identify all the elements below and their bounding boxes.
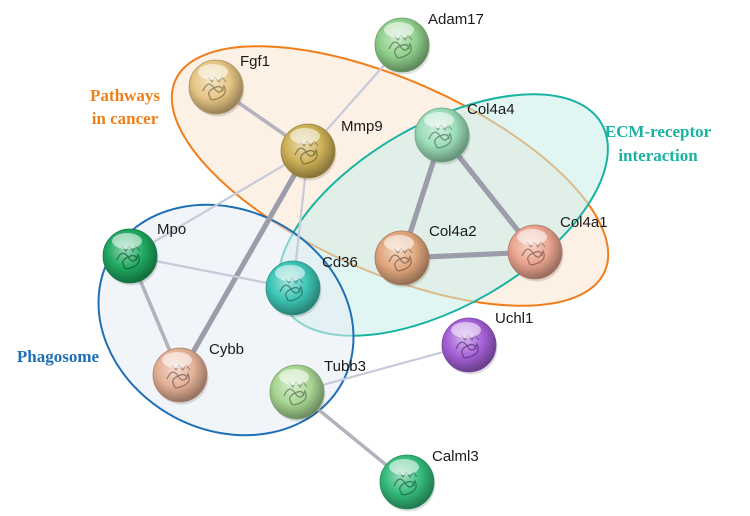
- protein-structure-icon: [393, 478, 417, 496]
- protein-label-col4a1: Col4a1: [560, 214, 608, 231]
- protein-node-col4a1[interactable]: [507, 224, 564, 282]
- pathway-label-line: interaction: [618, 146, 698, 165]
- node-highlight: [198, 64, 228, 80]
- protein-structure-icon: [455, 341, 479, 359]
- pathway-label-line: in cancer: [92, 109, 159, 128]
- pathway-label-phago: Phagosome: [17, 347, 100, 366]
- protein-node-adam17[interactable]: [374, 17, 431, 75]
- node-highlight: [389, 459, 419, 475]
- protein-structure-icon: [428, 131, 452, 149]
- protein-label-col4a4: Col4a4: [467, 101, 515, 118]
- node-highlight: [275, 265, 305, 281]
- node-highlight: [517, 229, 547, 245]
- protein-node-col4a2[interactable]: [374, 230, 431, 288]
- protein-label-mmp9: Mmp9: [341, 118, 383, 135]
- pathway-label-line: Phagosome: [17, 347, 100, 366]
- protein-node-uchl1[interactable]: [441, 317, 498, 375]
- node-highlight: [290, 128, 320, 144]
- protein-structure-icon: [521, 248, 545, 266]
- protein-structure-icon: [294, 147, 318, 165]
- protein-label-uchl1: Uchl1: [495, 310, 533, 327]
- node-highlight: [384, 22, 414, 38]
- edge-mmp9-mpo: [128, 149, 310, 258]
- protein-label-cybb: Cybb: [209, 341, 244, 358]
- protein-node-tubb3[interactable]: [269, 364, 326, 422]
- protein-label-fgf1: Fgf1: [240, 53, 270, 70]
- node-highlight: [424, 112, 454, 128]
- pathway-label-line: Pathways: [90, 86, 160, 105]
- protein-node-fgf1[interactable]: [188, 59, 245, 117]
- protein-label-tubb3: Tubb3: [324, 358, 366, 375]
- protein-structure-icon: [283, 388, 307, 406]
- protein-node-cd36[interactable]: [265, 260, 322, 318]
- edge-tubb3-uchl1: [295, 343, 471, 394]
- protein-node-cybb[interactable]: [152, 347, 209, 405]
- node-highlight: [162, 352, 192, 368]
- pathway-label-cancer: Pathways in cancer: [90, 86, 160, 128]
- protein-structure-icon: [202, 83, 226, 101]
- protein-label-col4a2: Col4a2: [429, 223, 477, 240]
- node-highlight: [279, 369, 309, 385]
- protein-label-cd36: Cd36: [322, 254, 358, 271]
- protein-node-mmp9[interactable]: [280, 123, 337, 181]
- protein-node-calml3[interactable]: [379, 454, 436, 512]
- protein-structure-icon: [388, 41, 412, 59]
- edge-mpo-cd36: [128, 254, 295, 290]
- protein-structure-icon: [279, 284, 303, 302]
- protein-structure-icon: [116, 252, 140, 270]
- protein-node-mpo[interactable]: [102, 228, 159, 286]
- pathway-label-line: ECM-receptor: [605, 122, 712, 141]
- protein-node-col4a4[interactable]: [414, 107, 471, 165]
- node-highlight: [384, 235, 414, 251]
- pathway-label-ecm: ECM-receptor interaction: [605, 122, 712, 165]
- protein-structure-icon: [166, 371, 190, 389]
- node-highlight: [112, 233, 142, 249]
- protein-label-mpo: Mpo: [157, 221, 186, 238]
- edge-mmp9-cybb: [177, 148, 311, 378]
- protein-label-calml3: Calml3: [432, 448, 479, 465]
- node-highlight: [451, 322, 481, 338]
- protein-label-adam17: Adam17: [428, 11, 484, 28]
- protein-structure-icon: [388, 254, 412, 272]
